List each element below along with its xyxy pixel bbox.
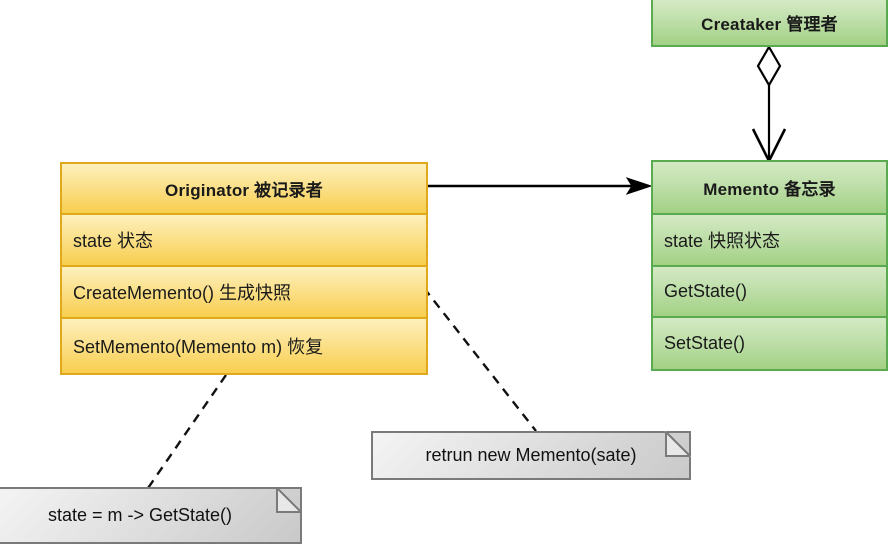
note-anchor-line-creatememento xyxy=(423,287,537,432)
memento-method-getstate: GetState() xyxy=(653,267,886,318)
note-anchor-line-setmemento xyxy=(145,374,227,492)
aggregation-connector xyxy=(751,44,787,164)
creataker-class[interactable]: Creataker 管理者 xyxy=(651,0,888,47)
note-creatememento-text: retrun new Memento(sate) xyxy=(425,445,637,465)
note-fold-corner-icon xyxy=(276,487,302,513)
open-arrowhead-icon xyxy=(751,128,787,164)
originator-class[interactable]: Originator 被记录者 state 状态 CreateMemento()… xyxy=(60,162,428,375)
memento-attribute-state: state 快照状态 xyxy=(653,215,886,267)
originator-class-title: Originator 被记录者 xyxy=(62,164,426,215)
memento-class[interactable]: Memento 备忘录 state 快照状态 GetState() SetSta… xyxy=(651,160,888,371)
creataker-class-title: Creataker 管理者 xyxy=(653,0,886,45)
filled-arrowhead-icon xyxy=(625,177,653,195)
note-fold-corner-icon xyxy=(665,431,691,457)
memento-class-title: Memento 备忘录 xyxy=(653,162,886,215)
note-creatememento[interactable]: retrun new Memento(sate) xyxy=(371,431,691,480)
note-setmemento[interactable]: state = m -> GetState() xyxy=(0,487,302,544)
originator-method-setmemento: SetMemento(Memento m) 恢复 xyxy=(62,319,426,373)
memento-method-setstate: SetState() xyxy=(653,318,886,369)
originator-method-creatememento: CreateMemento() 生成快照 xyxy=(62,267,426,319)
note-setmemento-text: state = m -> GetState() xyxy=(47,505,233,525)
association-connector xyxy=(428,177,653,195)
hollow-diamond-icon xyxy=(756,44,782,88)
originator-attribute-state: state 状态 xyxy=(62,215,426,267)
